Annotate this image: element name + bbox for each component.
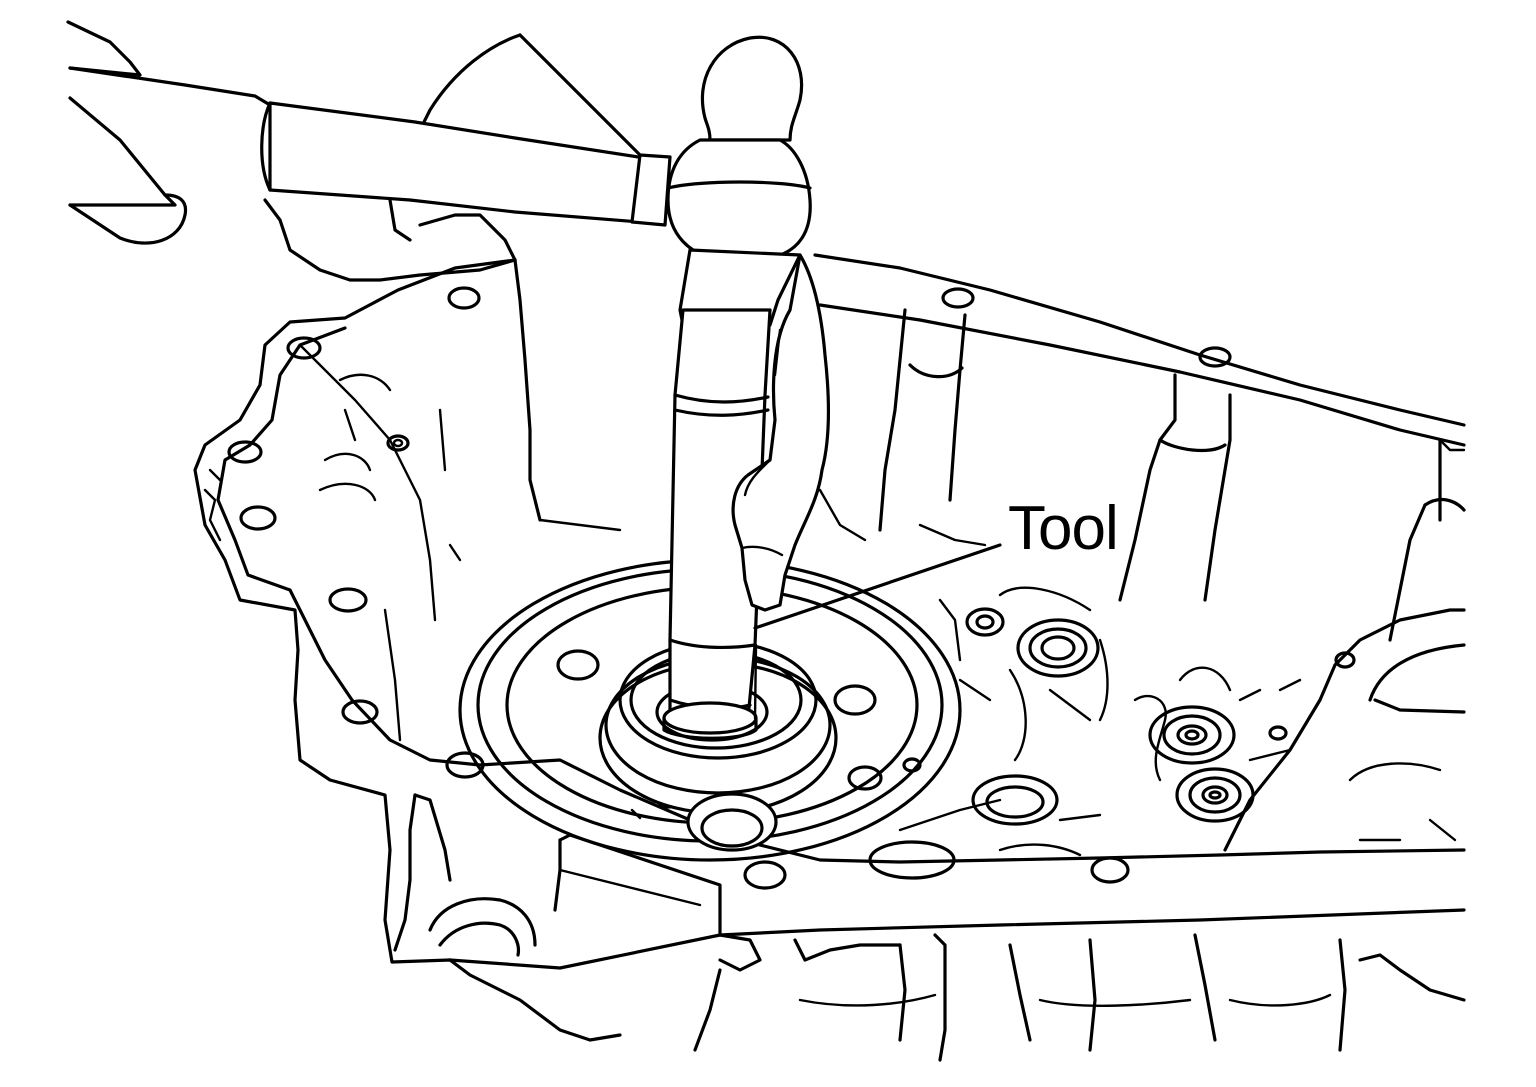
left-hand [66, 20, 642, 282]
tool-callout [753, 543, 1002, 630]
tool-shaft [662, 308, 772, 740]
bolt-holes [227, 286, 1232, 890]
hammer-handle [260, 101, 672, 227]
lower-case [393, 793, 1466, 1062]
tool-label: Tool [1008, 494, 1119, 563]
case-ribs [318, 258, 1466, 642]
differential-opening [1223, 608, 1466, 852]
case-flange [193, 253, 1466, 970]
right-hand [731, 253, 831, 612]
ports [868, 586, 1302, 880]
hammer-head [666, 35, 812, 327]
small-bore [686, 792, 778, 852]
